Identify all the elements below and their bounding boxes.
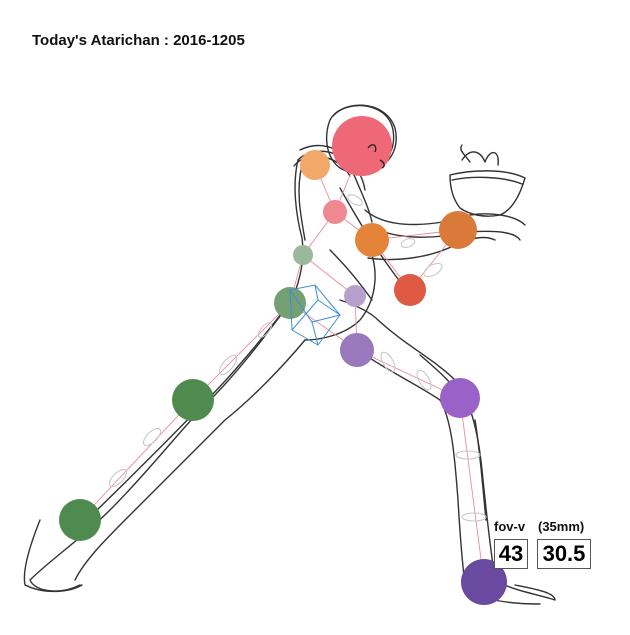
limb-rings — [108, 194, 487, 522]
pelvis-joint — [274, 287, 306, 319]
face-marks — [367, 144, 385, 169]
knee-back-joint — [172, 379, 214, 421]
neck-joint — [323, 200, 347, 224]
page-title: Today's Atarichan : 2016-1205 — [32, 32, 245, 49]
head-joint — [332, 116, 392, 176]
sketch-outline — [23, 104, 556, 605]
joint-spheres — [59, 116, 507, 605]
lens-label: (35mm) — [538, 519, 585, 534]
shoulder-right-joint — [355, 223, 389, 257]
ankle-front-joint — [440, 378, 480, 418]
foot-front-joint — [461, 559, 507, 605]
fov-label: fov-v — [494, 519, 526, 534]
skeleton-lines — [79, 145, 485, 583]
hip-right-joint — [344, 285, 366, 307]
foot-back-joint — [59, 499, 101, 541]
lens-value: 30.5 — [537, 539, 591, 569]
elbow-joint — [394, 274, 426, 306]
fov-value: 43 — [494, 539, 528, 569]
spine-joint — [293, 245, 313, 265]
shoulder-left-joint — [300, 150, 330, 180]
hand-joint — [439, 211, 477, 249]
pelvis-cube — [289, 284, 341, 346]
knee-front-joint — [340, 333, 374, 367]
